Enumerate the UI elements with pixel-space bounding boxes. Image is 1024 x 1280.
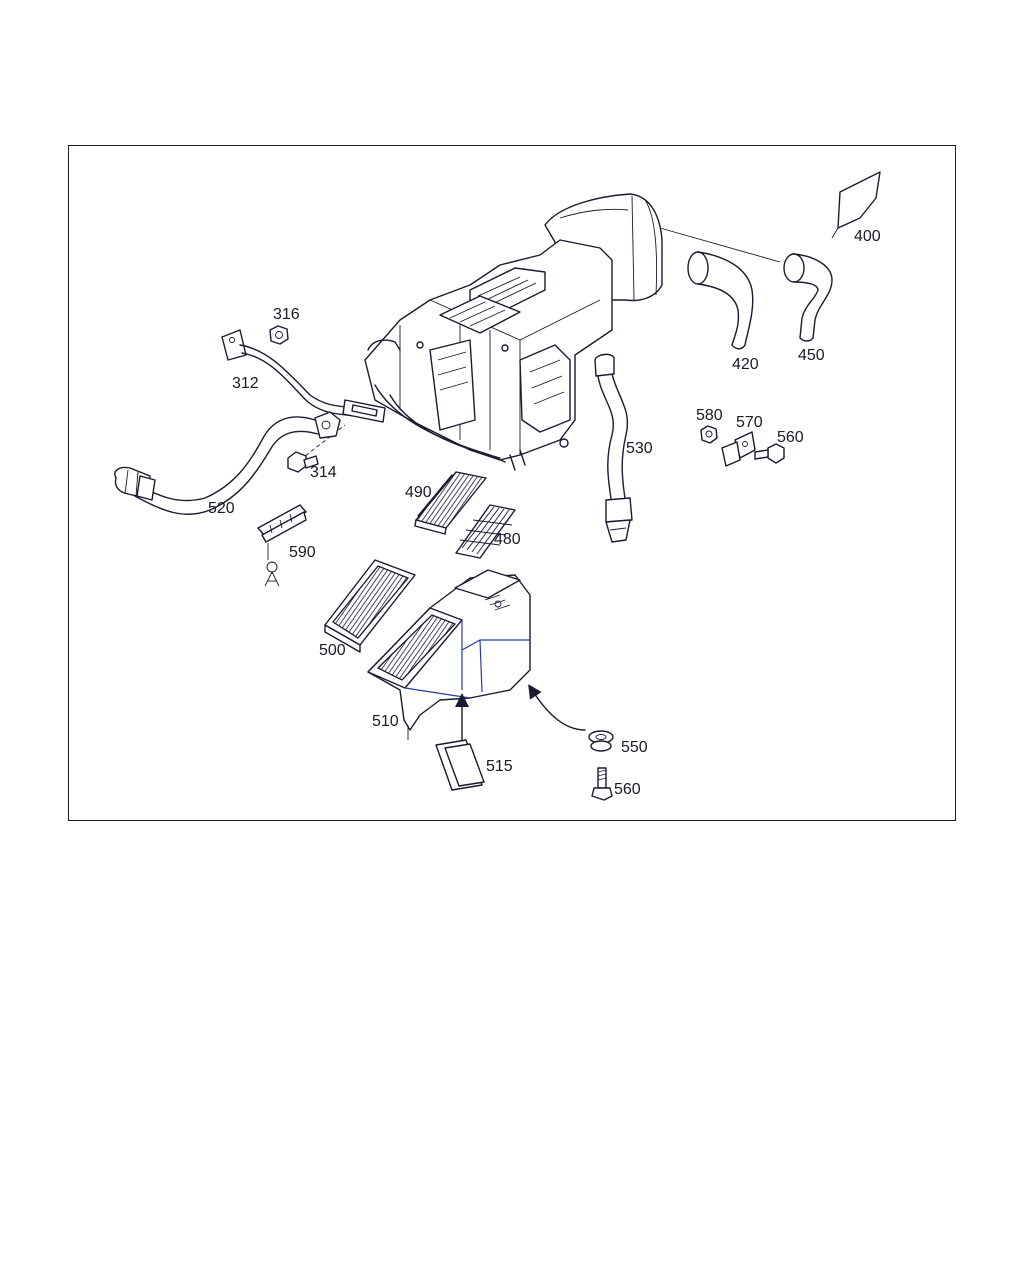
label-515: 515 — [486, 758, 513, 775]
label-530: 530 — [626, 440, 653, 457]
filter-500 — [324, 559, 416, 653]
label-316: 316 — [273, 306, 300, 323]
grommet-550 — [588, 730, 614, 752]
seal-pad-400 — [831, 171, 881, 239]
heater-housing — [364, 193, 663, 471]
label-550: 550 — [621, 739, 648, 756]
leader-line-hoses — [659, 227, 781, 263]
label-580: 580 — [696, 407, 723, 424]
elbow-hose-420 — [687, 251, 754, 350]
label-510: 510 — [372, 713, 399, 730]
callout-labels: 316 312 314 520 590 490 480 530 400 420 … — [208, 228, 881, 798]
label-560-upper: 560 — [777, 429, 804, 446]
hose-530 — [594, 353, 633, 543]
nut-580 — [700, 425, 718, 444]
label-450: 450 — [798, 347, 825, 364]
label-480: 480 — [494, 531, 521, 548]
housing-lower-510 — [367, 569, 531, 740]
elbow-hose-450 — [783, 253, 833, 342]
label-400: 400 — [854, 228, 881, 245]
filter-490 — [414, 471, 488, 535]
label-490: 490 — [405, 484, 432, 501]
label-500: 500 — [319, 642, 346, 659]
screw-560-upper — [754, 443, 785, 464]
label-560-lower: 560 — [614, 781, 641, 798]
label-314: 314 — [310, 464, 337, 481]
clip-strip-590 — [257, 504, 307, 587]
grille-480 — [455, 504, 516, 559]
label-590: 590 — [289, 544, 316, 561]
bolt-314 — [287, 424, 346, 473]
nut-316 — [269, 325, 289, 345]
flap-515 — [435, 739, 485, 791]
screw-560-lower — [591, 767, 613, 801]
label-420: 420 — [732, 356, 759, 373]
diagram-frame — [68, 145, 956, 821]
hose-520 — [114, 411, 341, 516]
label-520: 520 — [208, 500, 235, 517]
bracket-570 — [721, 431, 756, 467]
mounting-bracket-312 — [221, 329, 386, 423]
label-570: 570 — [736, 414, 763, 431]
arrow-550 — [528, 684, 586, 731]
label-312: 312 — [232, 375, 259, 392]
